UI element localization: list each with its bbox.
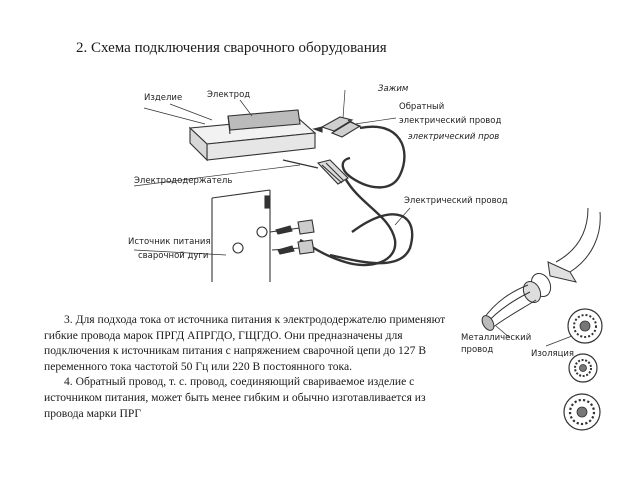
clamp-illustration (312, 89, 363, 138)
label-return-wire-line1: Обратный (399, 102, 444, 112)
label-metal-wire-line2: провод (461, 345, 493, 355)
label-clamp: Зажим (378, 84, 409, 94)
cross-section-circles (563, 308, 603, 431)
electrode-holder-illustration (282, 159, 349, 185)
workpiece-illustration (169, 99, 317, 162)
cable-illustration (481, 207, 601, 331)
cables (299, 125, 414, 267)
label-electric-wire: Электрический провод (404, 196, 508, 206)
cable-leader-lines (495, 325, 573, 347)
paragraph-4: 4. Обратный провод, т. с. провод, соедин… (44, 375, 426, 420)
label-workpiece: Изделие (144, 93, 182, 103)
label-power-source-line2: сварочной дуги (138, 251, 208, 261)
label-power-source-line1: Источник питания (128, 237, 211, 247)
label-electrode-holder: Электрододержатель (134, 176, 232, 186)
label-return-wire-line2: электрический провод (399, 116, 502, 126)
label-insulation: Изоляция (531, 349, 574, 359)
label-metal-wire-line1: Металлический (461, 333, 531, 343)
label-return-wire-line3: электрический пров (408, 132, 499, 142)
label-electrode: Электрод (207, 90, 250, 100)
paragraph-3: 3. Для подхода тока от источника питания… (44, 313, 446, 373)
power-source-illustration (211, 189, 315, 282)
body-text: 3. Для подхода тока от источника питания… (44, 312, 449, 421)
slide-title: 2. Схема подключения сварочного оборудов… (76, 40, 387, 56)
leader-lines (133, 107, 411, 256)
